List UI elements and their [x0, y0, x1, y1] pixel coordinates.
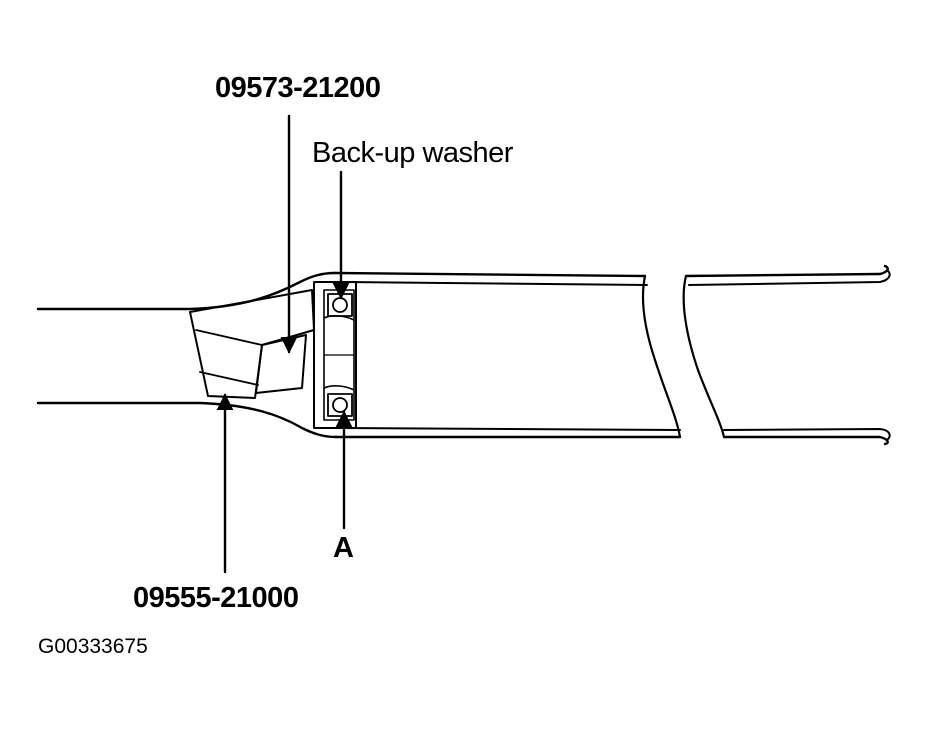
label-backup-washer: Back-up washer	[312, 137, 513, 169]
installer-body	[189, 289, 315, 399]
break-line-right	[682, 274, 726, 439]
seal-outer-frame	[313, 281, 357, 429]
tube-right-bottom-outer	[722, 435, 889, 446]
tube-left-top-inner	[344, 281, 648, 286]
label-part-a: A	[333, 532, 354, 564]
tube-right-top-inner	[688, 269, 891, 286]
installer-inner-line-2	[199, 371, 259, 386]
tube-right-top-outer	[684, 264, 889, 278]
seal-spacer-lower	[323, 385, 355, 391]
installer-block	[255, 334, 307, 394]
installer-inner-line-1	[195, 329, 263, 346]
label-tool-09573-21200: 09573-21200	[215, 72, 381, 104]
shaft-top-edge	[36, 271, 337, 311]
o-ring-lower	[332, 397, 348, 413]
tube-left-bottom-inner	[339, 427, 681, 431]
figure-id: G00333675	[38, 635, 148, 658]
tube-left-top-outer	[333, 271, 647, 278]
break-line-left	[641, 274, 682, 439]
shaft-bottom-edge	[36, 401, 338, 439]
tube-right-bottom-inner	[723, 428, 891, 441]
o-ring-upper	[332, 297, 348, 313]
label-tool-09555-21000: 09555-21000	[133, 582, 299, 614]
